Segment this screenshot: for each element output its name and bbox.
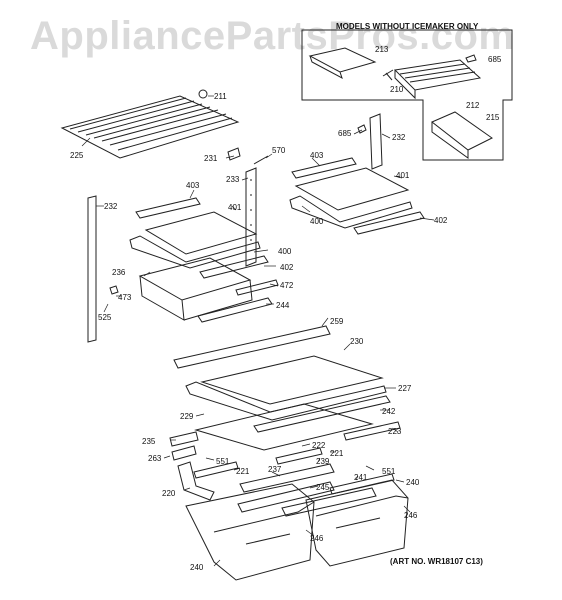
- inset-title: MODELS WITHOUT ICEMAKER ONLY: [336, 22, 479, 31]
- part-263-cover: [171, 445, 197, 461]
- callout-227: 227: [398, 384, 412, 393]
- part-230-glass: [200, 355, 384, 405]
- callout-551-right: 551: [382, 467, 396, 476]
- part-227-frame: [185, 381, 387, 421]
- part-400-frame-right: [289, 195, 413, 229]
- part-401-glass-right: [294, 167, 410, 211]
- part-400-frame-left: [129, 235, 261, 269]
- part-403-trim-right: [291, 157, 357, 179]
- callout-473: 473: [118, 293, 132, 302]
- part-215-bucket: [431, 111, 493, 159]
- callout-685-inset: 685: [488, 55, 502, 64]
- part-472-slide: [235, 279, 279, 296]
- callout-400-left: 400: [278, 247, 292, 256]
- callout-237: 237: [268, 465, 282, 474]
- callout-220: 220: [162, 489, 176, 498]
- watermark-text: AppliancePartsPros.com: [30, 14, 515, 58]
- callout-400-right: 400: [310, 217, 324, 226]
- callout-233: 233: [226, 175, 240, 184]
- part-245-trim: [237, 481, 335, 513]
- callout-211: 211: [214, 92, 227, 101]
- part-239-slide: [275, 447, 323, 465]
- part-685-clip-inset: [465, 54, 477, 63]
- part-233-rail: [245, 167, 257, 267]
- callout-403-left: 403: [186, 181, 200, 190]
- part-240-drawer-left: [185, 483, 315, 581]
- callout-401-right: 401: [396, 171, 410, 180]
- callout-230: 230: [350, 337, 364, 346]
- callout-259: 259: [330, 317, 344, 326]
- callout-472: 472: [280, 281, 294, 290]
- part-211-knob: [198, 89, 208, 99]
- part-401-glass-left: [144, 211, 258, 255]
- callout-235: 235: [142, 437, 156, 446]
- callout-244: 244: [276, 301, 290, 310]
- part-241-trim: [329, 473, 395, 495]
- leader-lines: [81, 95, 435, 567]
- callout-labels: 211 225 231 570 233 232 232 685 685 403 …: [70, 45, 502, 572]
- callout-401-left: 401: [228, 203, 242, 212]
- callout-246-left: 246: [310, 534, 324, 543]
- callout-246-right: 246: [404, 511, 418, 520]
- callout-225: 225: [70, 151, 84, 160]
- part-570-screw: [253, 155, 269, 165]
- callout-222: 222: [312, 441, 326, 450]
- callout-240-bottom: 240: [190, 563, 204, 572]
- callout-239: 239: [316, 457, 330, 466]
- part-232-rail-left: [87, 195, 97, 343]
- callout-242: 242: [382, 407, 396, 416]
- callout-570: 570: [272, 146, 286, 155]
- part-236-pan: [138, 257, 253, 321]
- callout-402-right: 402: [434, 216, 448, 225]
- callout-263: 263: [148, 454, 162, 463]
- callout-229: 229: [180, 412, 194, 421]
- part-259-trim: [173, 325, 331, 369]
- callout-221-right: 221: [330, 449, 344, 458]
- part-403-trim-left: [135, 197, 201, 219]
- callout-232-right: 232: [392, 133, 406, 142]
- part-235-clip: [169, 431, 199, 447]
- part-402-trim-right: [353, 211, 425, 235]
- callout-551-left: 551: [216, 457, 230, 466]
- callout-223: 223: [388, 427, 402, 436]
- art-number: (ART NO. WR18107 C13): [390, 557, 483, 566]
- part-244-trim: [197, 297, 273, 323]
- part-221-slide: [193, 461, 239, 479]
- callout-232-left: 232: [104, 202, 118, 211]
- part-402-trim-left: [199, 255, 269, 279]
- callout-240-top: 240: [406, 478, 420, 487]
- part-223-slide: [343, 421, 401, 441]
- part-210-screw: [382, 69, 394, 81]
- part-213-tray: [308, 47, 377, 80]
- callout-221-left: 221: [236, 467, 250, 476]
- callout-403-right: 403: [310, 151, 324, 160]
- part-229-glass: [194, 403, 374, 451]
- part-220-bracket: [177, 461, 215, 501]
- callout-402-left: 402: [280, 263, 294, 272]
- callout-231: 231: [204, 154, 218, 163]
- part-685-clip-right: [357, 124, 367, 134]
- callout-212: 212: [466, 101, 480, 110]
- callout-236: 236: [112, 268, 126, 277]
- callout-245: 245: [316, 483, 330, 492]
- part-242-trim: [253, 395, 391, 433]
- part-212-bin: [393, 59, 482, 100]
- inset-frame: [301, 29, 513, 161]
- callout-241: 241: [354, 473, 368, 482]
- callout-213: 213: [375, 45, 389, 54]
- part-231-clip: [227, 147, 241, 161]
- callout-525: 525: [98, 313, 112, 322]
- part-240-drawer-right: [305, 479, 409, 567]
- part-237-trim: [239, 463, 335, 493]
- callout-210: 210: [390, 85, 404, 94]
- wire-shelf-225: [60, 95, 240, 159]
- part-232-rail-right: [369, 113, 383, 170]
- callout-215: 215: [486, 113, 500, 122]
- part-246-trim: [281, 487, 377, 517]
- part-473-clip: [109, 285, 119, 295]
- callout-685-right: 685: [338, 129, 352, 138]
